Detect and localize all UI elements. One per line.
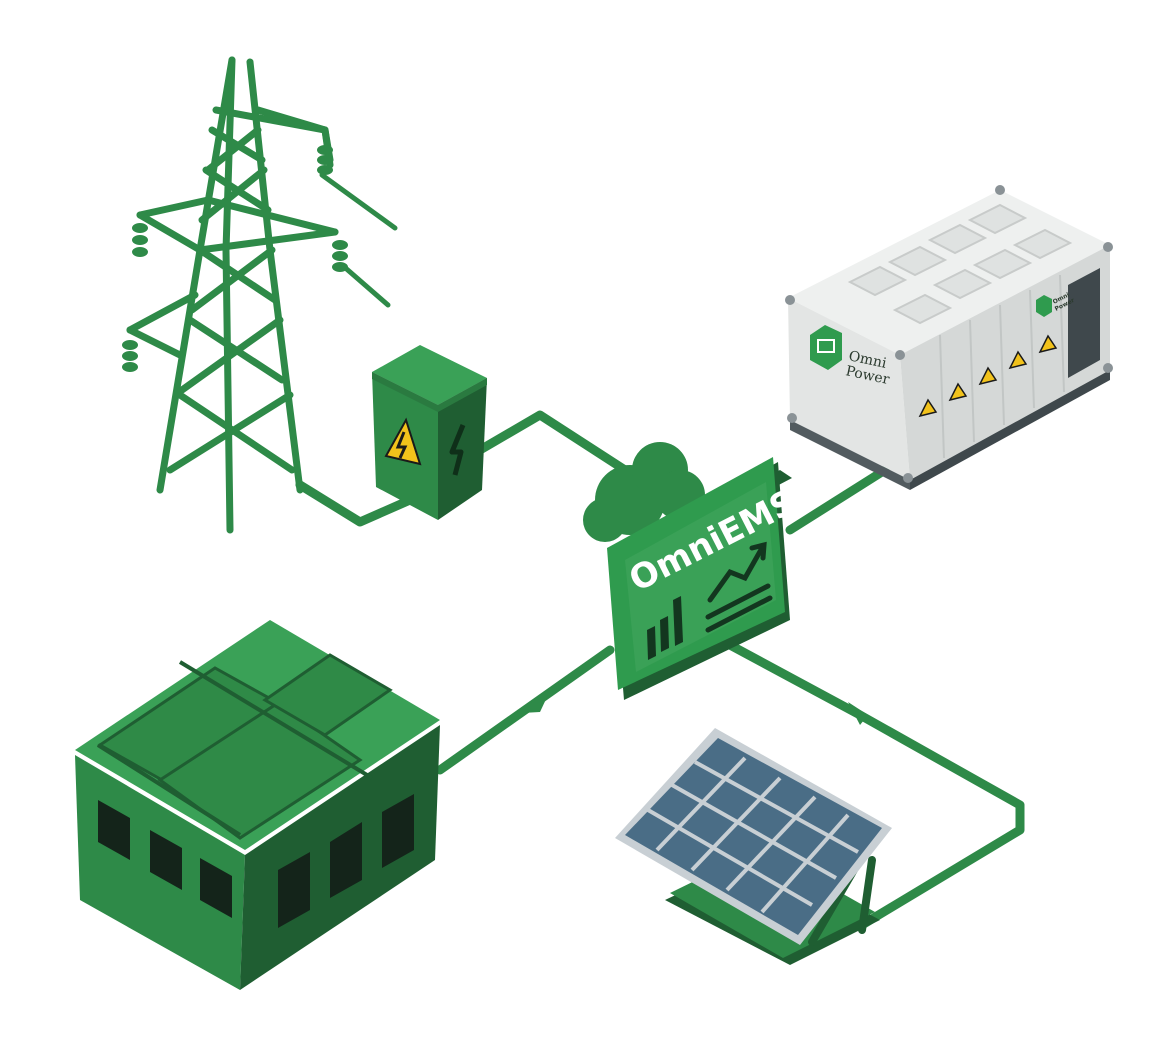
transmission-tower-icon [126, 56, 398, 534]
line-cabinet-to-hub [475, 410, 630, 475]
battery-container-icon: Omni Power Omni Power [785, 185, 1113, 490]
flow-arrow-to-building [522, 695, 548, 713]
tower-insulators [122, 145, 348, 372]
solar-panel-icon [615, 728, 892, 965]
line-hub-to-building [435, 645, 615, 775]
building-icon [75, 620, 440, 990]
svg-text:Omni: Omni [847, 348, 888, 372]
line-tower-to-cabinet [295, 480, 415, 527]
line-hub-to-battery [785, 465, 890, 535]
ventilation-grille [1068, 268, 1100, 378]
line-solar-to-hub [725, 640, 1025, 930]
lightning-bolt-icon [449, 424, 466, 476]
bar-chart-icon [647, 596, 683, 660]
omniems-hub: OmniEMS [583, 442, 803, 700]
trend-line-icon [705, 541, 773, 633]
high-voltage-warning-icon [384, 417, 422, 466]
high-voltage-warning-icon [918, 334, 1058, 418]
flow-arrow-to-hub [848, 702, 868, 725]
cloud-icon [583, 442, 705, 542]
electrical-cabinet-icon [372, 345, 487, 520]
building-windows [98, 794, 414, 928]
connection-lines [295, 410, 1025, 930]
flow-arrows [522, 695, 868, 725]
